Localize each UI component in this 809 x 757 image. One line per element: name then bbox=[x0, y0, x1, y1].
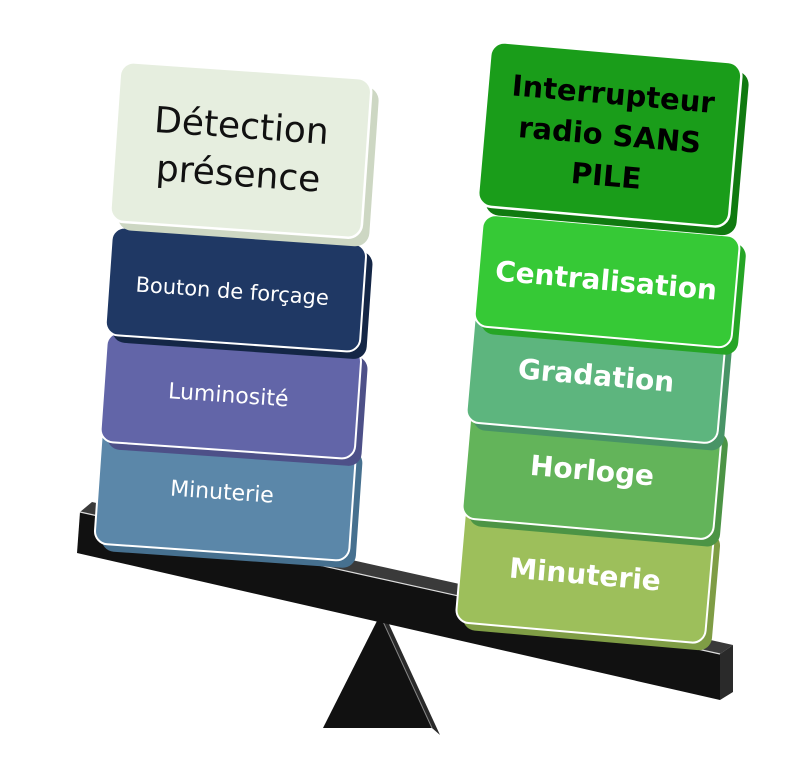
left-header-detection-presence: Détection présence bbox=[109, 61, 379, 247]
left-block-luminosite: Luminosité bbox=[99, 331, 368, 466]
left-stack: Minuterie Luminosité Bouton de forçage D… bbox=[93, 61, 379, 568]
fulcrum bbox=[323, 614, 440, 735]
left-block-bouton-forcage: Bouton de forçage bbox=[104, 226, 373, 359]
left-header-face bbox=[109, 61, 373, 239]
right-header-interrupteur: Interrupteur radio SANS PILE bbox=[476, 41, 749, 236]
right-stack: Minuterie Horloge Gradation Centralisati… bbox=[455, 41, 749, 651]
right-header-face bbox=[476, 41, 743, 228]
right-block-centralisation: Centralisation bbox=[473, 214, 746, 355]
right-header-line3: PILE bbox=[570, 156, 643, 196]
